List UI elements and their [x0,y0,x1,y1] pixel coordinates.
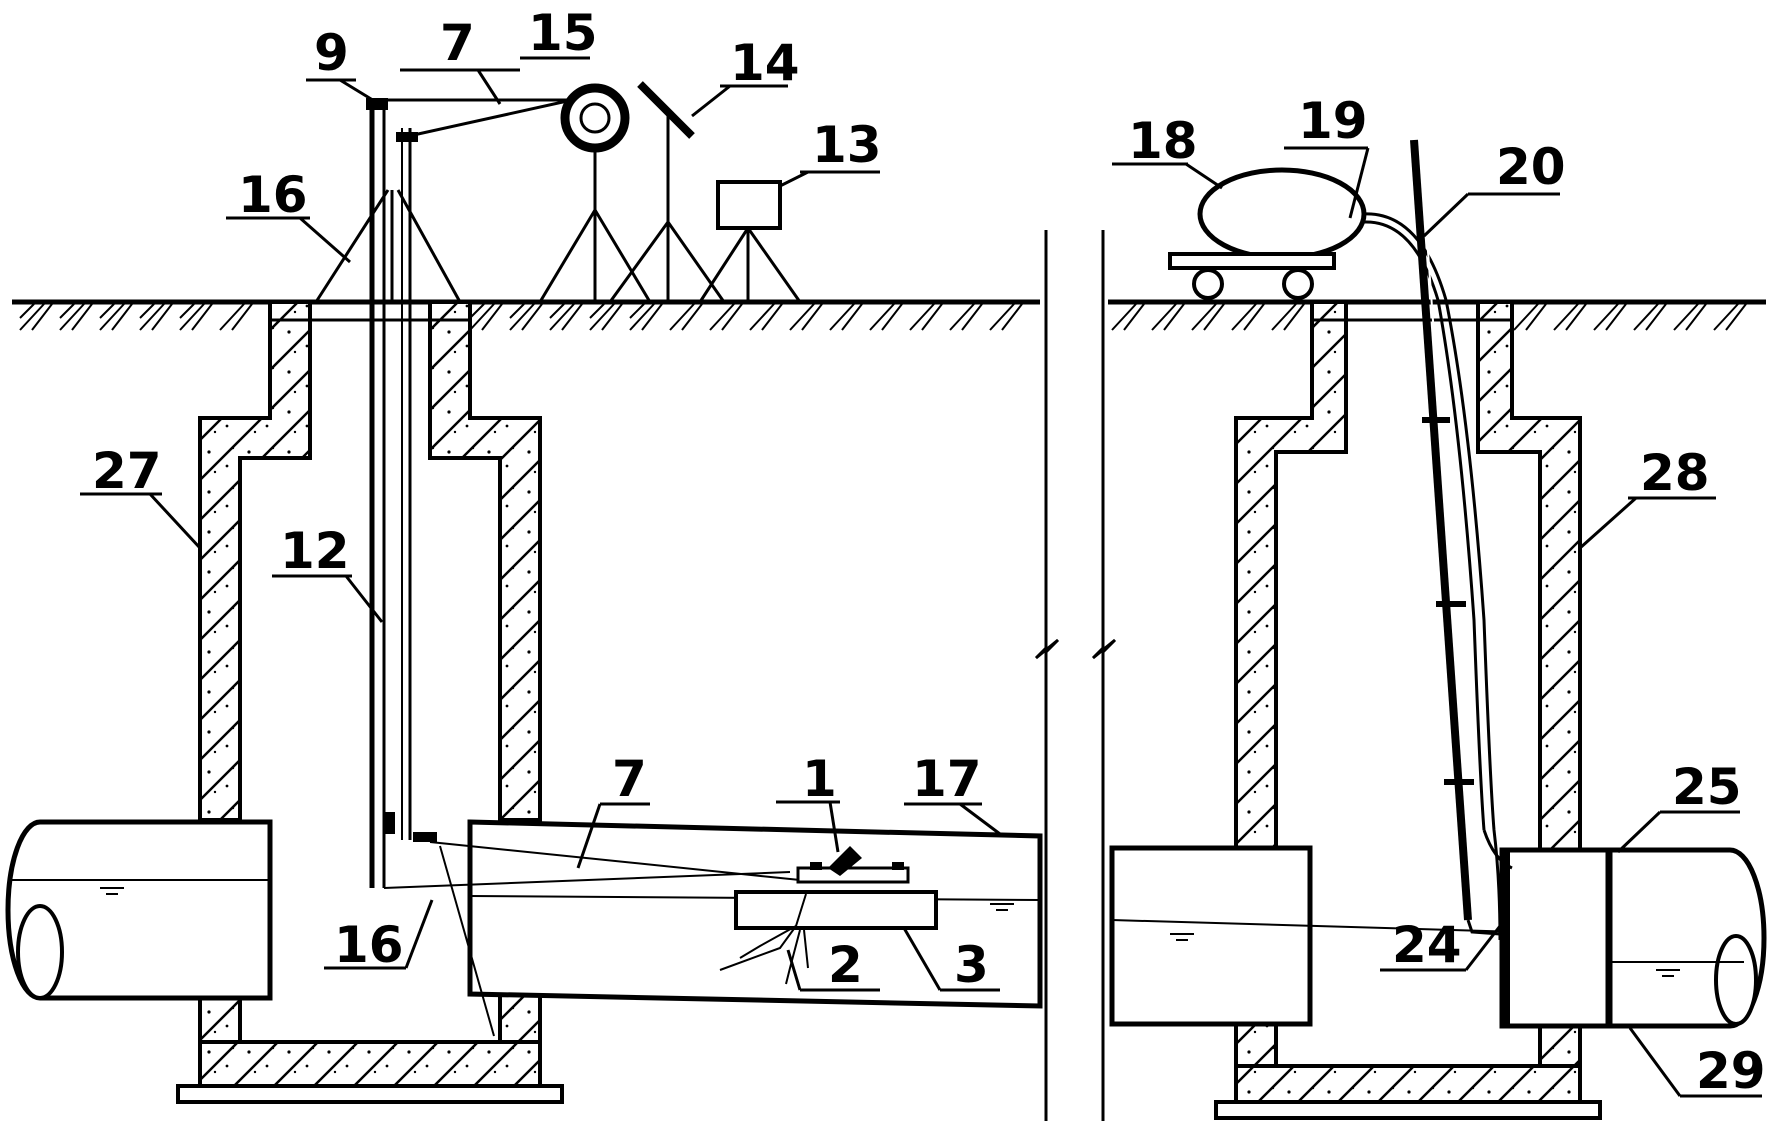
label-12: 12 [280,522,350,580]
label-3: 3 [954,936,989,994]
hose-19 [1361,212,1502,941]
label-28: 28 [1640,444,1710,502]
label-7-top: 7 [440,14,475,72]
mast-12 [366,98,437,888]
label-9: 9 [314,24,349,82]
ground-left [12,299,1040,331]
cable-7-top [376,94,591,140]
robot-1 [796,846,910,884]
label-18: 18 [1128,112,1198,170]
label-20: 20 [1496,138,1566,196]
label-1: 1 [802,750,837,808]
tripod-16 [314,189,462,303]
break-lines [1034,230,1117,1121]
label-19: 19 [1298,92,1368,150]
label-27: 27 [92,442,162,500]
plug-25 [1499,847,1613,1029]
label-29: 29 [1696,1042,1766,1100]
label-15: 15 [528,4,598,62]
right-manhole [1214,300,1602,1120]
pipe-29 [1607,847,1767,1029]
label-14: 14 [730,34,800,92]
label-13: 13 [812,116,882,174]
pipe-20 [1410,139,1513,936]
crack-2 [719,893,809,985]
left-pipe-in [5,819,273,1001]
label-16-top: 16 [238,166,308,224]
carriage-3 [734,890,938,930]
reel-15 [538,83,652,303]
label-7-bottom: 7 [612,750,647,808]
control-box-13 [698,180,802,303]
right-pipe-in [1109,845,1521,1027]
label-16-bottom: 16 [334,916,404,974]
label-25: 25 [1672,758,1742,816]
antenna-14 [608,81,726,303]
ground-right [1108,299,1766,331]
label-2: 2 [828,936,863,994]
label-17: 17 [912,750,982,808]
label-24: 24 [1392,916,1462,974]
left-manhole [176,300,564,1104]
tank-18 [1168,167,1367,300]
labels: 9 7 15 14 13 16 27 12 16 7 [80,4,1766,1100]
pull-cable-7 [383,841,801,1037]
